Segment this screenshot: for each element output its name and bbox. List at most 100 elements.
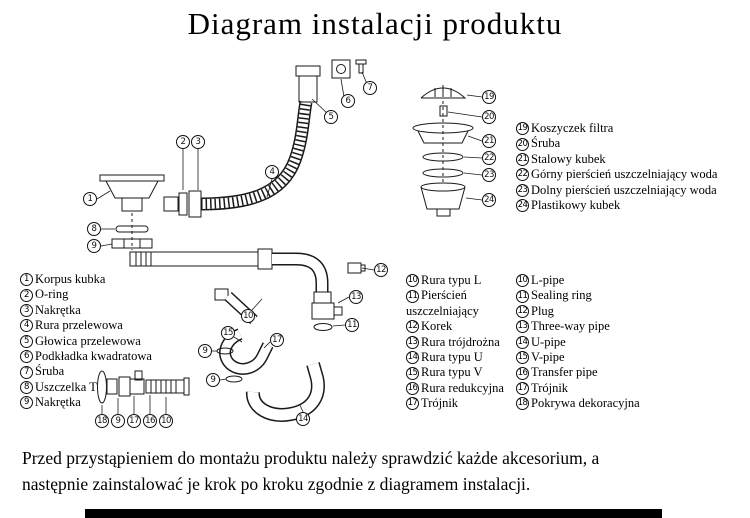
part-number-badge: 10 — [516, 274, 529, 288]
part-label: Trójnik — [531, 380, 569, 395]
tee-part — [311, 302, 335, 320]
reducer-tee — [129, 378, 145, 395]
diagonal-pipe-nut — [214, 288, 229, 301]
part-number-badge: 2 — [20, 288, 33, 302]
page-title: Diagram instalacji produktu — [187, 6, 563, 41]
part-label: Śruba — [531, 136, 561, 151]
part-label: Nakrętka — [35, 395, 81, 410]
part-number-badge: 1 — [20, 273, 33, 287]
footer-instruction-line-2: następnie zainstalować je krok po kroku … — [22, 474, 531, 494]
part-label: Three-way pipe — [531, 319, 610, 334]
part-number-badge: 17 — [516, 381, 529, 395]
part-item: uszczelniający — [406, 304, 504, 319]
v-pipe-fill — [220, 329, 273, 374]
part-label: Rura przelewowa — [35, 318, 123, 333]
part-label: Sealing ring — [531, 288, 592, 303]
part-label: Plastikowy kubek — [531, 197, 621, 212]
diagonal-pipe-fill — [225, 293, 257, 323]
part-label: Rura redukcyjna — [421, 380, 504, 395]
part-number-badge: 14 — [406, 351, 419, 365]
part-number-badge: 23 — [516, 183, 529, 197]
part-label: Rura trójdrożna — [421, 334, 500, 349]
callout-leaders — [96, 71, 483, 414]
overflow-hose-fill — [200, 101, 311, 209]
part-number-badge: 20 — [516, 137, 529, 151]
part-number-badge: 7 — [20, 365, 33, 379]
sealing-ring-part — [313, 323, 333, 331]
plug-cap — [360, 264, 366, 272]
part-label: U-pipe — [531, 334, 566, 349]
part-label: Korek — [421, 319, 453, 334]
reducer-tee-port — [134, 370, 143, 381]
nut-ring-b — [225, 375, 243, 383]
filter-basket — [420, 87, 467, 99]
part-label: Transfer pipe — [531, 365, 598, 380]
part-number-badge: 17 — [406, 397, 419, 411]
part-label: Śruba — [35, 364, 65, 379]
part-label: O-ring — [35, 287, 69, 302]
part-label: Podkładka kwadratowa — [35, 348, 152, 363]
screw-head — [355, 59, 367, 65]
part-number-badge: 13 — [406, 335, 419, 349]
elbow-end-nut — [313, 291, 332, 304]
footer-instruction-line-1: Przed przystąpieniem do montażu produktu… — [22, 448, 600, 468]
part-number-badge: 12 — [406, 320, 419, 334]
part-label: Plug — [531, 303, 554, 318]
part-label: uszczelniający — [406, 303, 479, 318]
part-label: Rura typu V — [421, 365, 483, 380]
part-number-badge: 14 — [516, 335, 529, 349]
part-number-badge: 18 — [516, 397, 529, 411]
part-label: Rura typu L — [421, 273, 482, 287]
plastic-cup-flange — [420, 182, 466, 192]
part-number-badge: 8 — [20, 380, 33, 394]
part-number-badge: 19 — [516, 122, 529, 136]
part-number-badge: 21 — [516, 152, 529, 166]
part-number-badge: 3 — [20, 303, 33, 317]
part-number-badge: 11 — [516, 289, 529, 303]
l-pipe-fill — [272, 254, 327, 292]
part-label: Górny pierścień uszczelniający woda — [531, 167, 718, 182]
part-label: Koszyczek filtra — [531, 121, 614, 135]
part-label: Stalowy kubek — [531, 151, 606, 166]
bottom-divider-bar — [85, 509, 662, 518]
drain-flange-body — [105, 180, 159, 199]
part-number-badge: 24 — [516, 199, 529, 213]
part-label: Uszczelka T — [35, 379, 97, 394]
part-label: V-pipe — [531, 349, 565, 364]
u-pipe-fill — [247, 362, 324, 421]
square-washer-hole — [336, 64, 346, 74]
part-number-badge: 12 — [516, 304, 529, 318]
part-label: Pokrywa dekoracyjna — [531, 396, 640, 411]
o-ring-part — [178, 192, 188, 216]
part-number-badge: 4 — [20, 319, 33, 333]
part-label: Głowica przelewowa — [35, 333, 141, 348]
part-number-badge: 6 — [20, 350, 33, 364]
t-gasket — [115, 225, 149, 233]
drain-flange-rim — [99, 174, 165, 182]
